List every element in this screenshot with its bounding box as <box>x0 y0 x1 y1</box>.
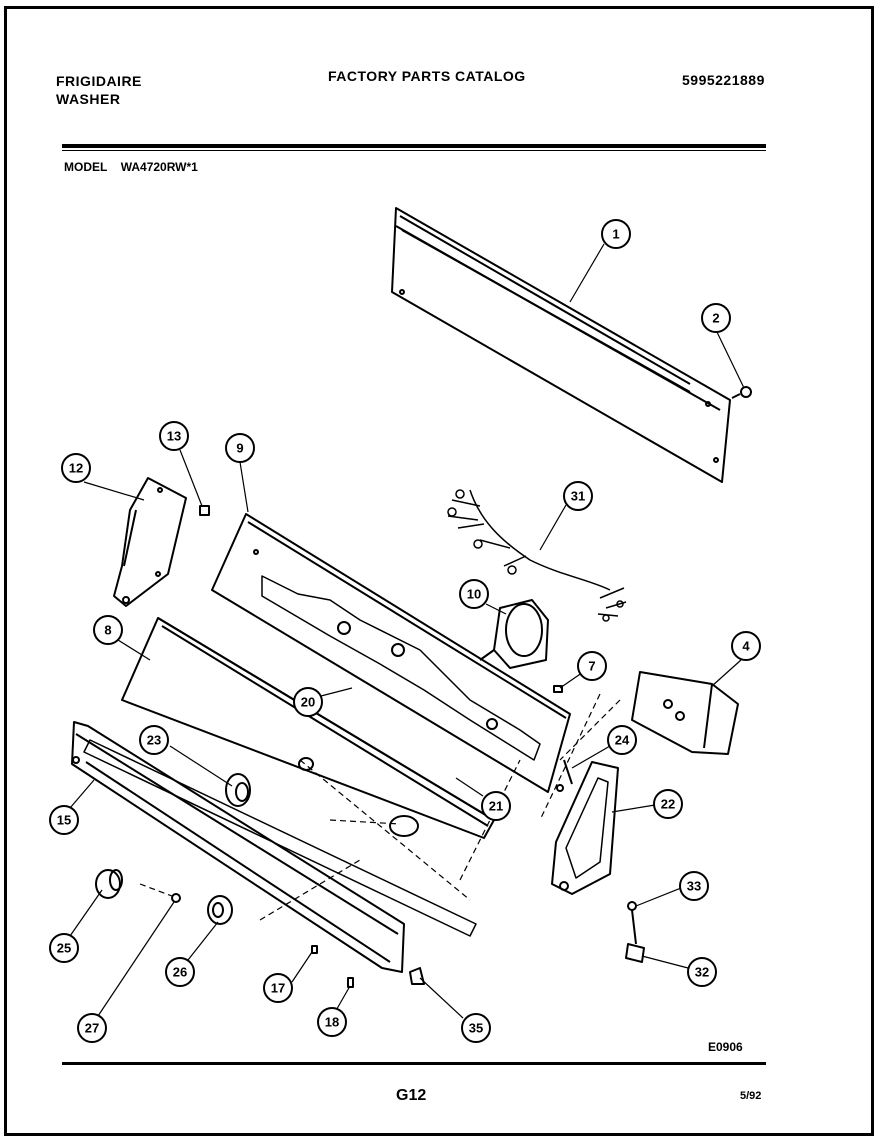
model-number: WA4720RW*1 <box>120 160 198 174</box>
callout-17: 17 <box>263 973 293 1003</box>
svg-text:12: 12 <box>69 461 83 476</box>
svg-text:13: 13 <box>167 429 181 444</box>
callout-22: 22 <box>653 789 683 819</box>
svg-text:17: 17 <box>271 981 285 996</box>
part-screw-24 <box>556 759 573 792</box>
callout-35: 35 <box>461 1013 491 1043</box>
callout-15: 15 <box>49 805 79 835</box>
part-module-4 <box>631 671 739 755</box>
callout-20: 20 <box>293 687 323 717</box>
part-clip-32 <box>625 943 645 963</box>
product-name: WASHER <box>56 91 121 107</box>
svg-text:8: 8 <box>104 623 111 638</box>
svg-text:9: 9 <box>236 441 243 456</box>
part-clip-13 <box>199 505 210 516</box>
callout-13: 13 <box>159 421 189 451</box>
svg-text:21: 21 <box>489 799 503 814</box>
svg-text:15: 15 <box>57 813 71 828</box>
part-console-15 <box>71 721 477 973</box>
svg-text:20: 20 <box>301 695 315 710</box>
callout-10: 10 <box>459 579 489 609</box>
svg-text:24: 24 <box>615 733 630 748</box>
callout-21: 21 <box>481 791 511 821</box>
part-switch-10 <box>479 599 549 669</box>
brand-name: FRIGIDAIRE <box>56 73 142 89</box>
part-top-panel <box>391 207 731 483</box>
catalog-title: FACTORY PARTS CATALOG <box>328 68 526 84</box>
footer-rule <box>62 1062 766 1065</box>
part-clip-17 <box>311 945 318 954</box>
callout-31: 31 <box>563 481 593 511</box>
svg-text:25: 25 <box>57 941 71 956</box>
part-clip-35 <box>409 967 425 985</box>
callout-27: 27 <box>77 1013 107 1043</box>
callouts: 1 2 4 7 8 9 10 12 13 15 17 18 20 21 22 2… <box>49 219 761 1043</box>
svg-text:31: 31 <box>571 489 585 504</box>
callout-8: 8 <box>93 615 123 645</box>
callout-33: 33 <box>679 871 709 901</box>
header-rule <box>62 144 766 148</box>
svg-text:1: 1 <box>612 227 619 242</box>
callout-4: 4 <box>731 631 761 661</box>
page-number: G12 <box>396 1087 427 1104</box>
model-line: MODEL WA4720RW*1 <box>64 160 208 174</box>
svg-text:33: 33 <box>687 879 701 894</box>
svg-text:27: 27 <box>85 1021 99 1036</box>
part-wire-harness-31 <box>447 489 627 622</box>
part-bracket-22 <box>551 761 619 895</box>
svg-text:2: 2 <box>712 311 719 326</box>
callout-18: 18 <box>317 1007 347 1037</box>
header-rule-thin <box>62 150 766 151</box>
svg-text:26: 26 <box>173 965 187 980</box>
callout-2: 2 <box>701 303 731 333</box>
page-frame <box>4 6 874 1136</box>
callout-24: 24 <box>607 725 637 755</box>
model-label: MODEL <box>64 160 108 174</box>
svg-text:32: 32 <box>695 965 709 980</box>
callout-26: 26 <box>165 957 195 987</box>
callout-12: 12 <box>61 453 91 483</box>
svg-text:18: 18 <box>325 1015 339 1030</box>
part-screw-2 <box>731 386 752 399</box>
svg-text:7: 7 <box>588 659 595 674</box>
callout-23: 23 <box>139 725 169 755</box>
part-clip-7 <box>553 685 563 693</box>
callout-7: 7 <box>577 651 607 681</box>
part-clip-18 <box>347 977 354 988</box>
part-control-panel-9 <box>211 513 571 793</box>
callout-1: 1 <box>601 219 631 249</box>
callout-25: 25 <box>49 933 79 963</box>
brand-block: FRIGIDAIRE WASHER <box>56 72 142 108</box>
svg-text:10: 10 <box>467 587 481 602</box>
part-knob-23 <box>225 773 251 807</box>
svg-text:23: 23 <box>147 733 161 748</box>
revision-date: 5/92 <box>740 1090 762 1102</box>
catalog-number: 5995221889 <box>682 72 765 88</box>
part-screw-33 <box>627 901 637 945</box>
part-panel-8 <box>121 617 495 839</box>
svg-text:4: 4 <box>742 639 750 654</box>
callout-32: 32 <box>687 957 717 987</box>
drawing-code: E0906 <box>708 1040 743 1054</box>
part-knob-26 <box>207 895 233 925</box>
part-spring-27 <box>171 893 181 903</box>
part-bracket-12 <box>113 477 187 607</box>
svg-text:35: 35 <box>469 1021 483 1036</box>
svg-text:22: 22 <box>661 797 675 812</box>
callout-9: 9 <box>225 433 255 463</box>
